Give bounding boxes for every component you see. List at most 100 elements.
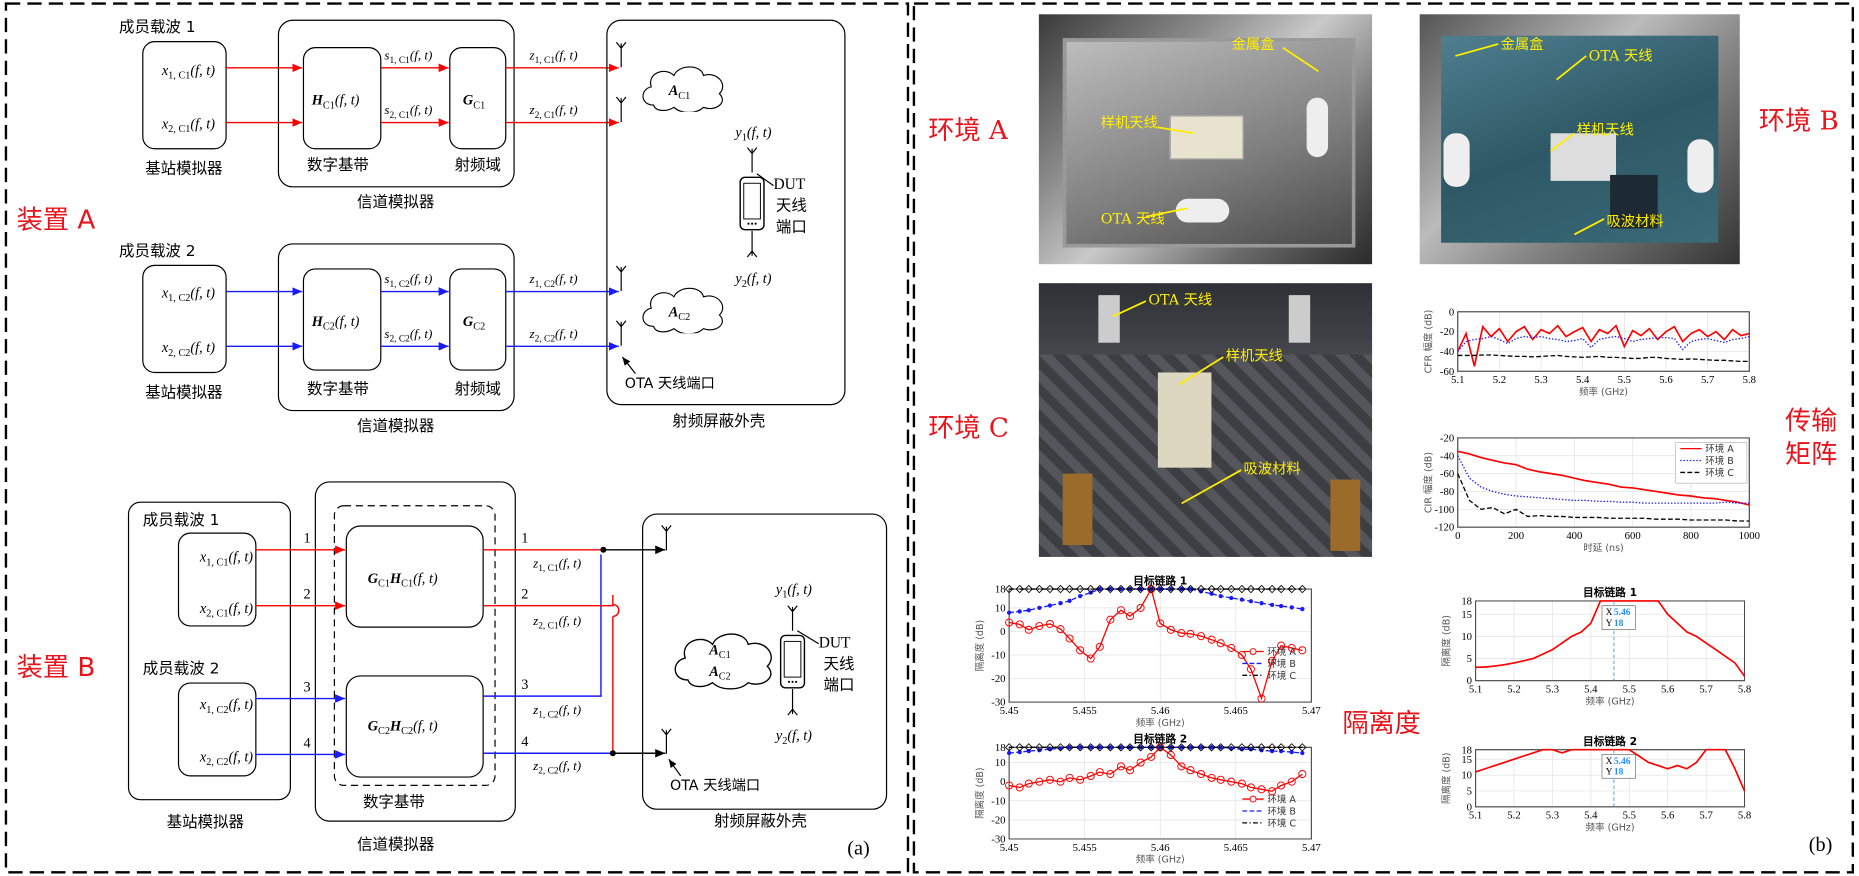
y-axis-label: CFR 幅度 (dB) [1423, 310, 1435, 374]
signal-z2c1: z2, C1(f, t) [529, 102, 578, 121]
x-axis-label: 频率 (GHz) [1136, 717, 1185, 729]
setup-b: 成员载波 1 x1, C1(f, t) x2, C1(f, t) 成员载波 2 … [127, 481, 888, 854]
signal-y1: y1(f, t) [733, 125, 771, 144]
data-point [1277, 781, 1286, 790]
data-point [1298, 769, 1307, 779]
photo-env-b: 金属盒 OTA 天线 样机天线 吸波材料 [1419, 14, 1740, 265]
antenna-icon [615, 320, 627, 347]
data-point [1177, 762, 1186, 771]
signal-x1c2: x1, C2(f, t) [199, 697, 253, 716]
data-point [1024, 743, 1033, 752]
dut-port-label: 天线 [776, 197, 807, 215]
rf-domain-label: 射频域 [455, 380, 501, 398]
absorber-label: 吸波材料 [1606, 213, 1664, 230]
rf-domain-box [449, 268, 507, 371]
signal-z2c1: z2, C1(f, t) [532, 613, 581, 632]
data-point [1097, 586, 1102, 592]
data-point [1076, 646, 1085, 655]
data-point [1136, 743, 1145, 752]
panel-b-border [912, 2, 1855, 874]
data-tip-box [1601, 754, 1636, 779]
channel-emulator-label: 信道模拟器 [357, 417, 435, 435]
data-point [1065, 634, 1074, 643]
y-tick-label: -100 [1435, 504, 1455, 516]
cloud-icon [642, 287, 724, 334]
data-point [1006, 750, 1012, 756]
chart-title: 目标链路 1 [1583, 586, 1637, 599]
data-point [1197, 769, 1206, 779]
signal-x1c1: x1, C1(f, t) [161, 63, 215, 82]
proto-antenna-label: 样机天线 [1576, 121, 1634, 139]
data-point [1227, 777, 1236, 786]
x-tick-label: 5.2 [1493, 374, 1506, 386]
data-point [1279, 603, 1284, 609]
channel-h-c2: HC2(f, t) [311, 314, 360, 333]
data-point [1248, 599, 1254, 604]
data-point [1136, 758, 1145, 767]
data-point [1056, 743, 1065, 752]
data-point [1259, 601, 1264, 606]
data-point [1186, 766, 1195, 775]
ota-port-label: OTA 天线端口 [625, 375, 715, 392]
y-tick-label: -10 [991, 650, 1005, 662]
x-tick-label: 5.3 [1534, 374, 1547, 386]
y-tick-label: 0 [1449, 306, 1454, 318]
data-point [1015, 743, 1024, 752]
y-tick-label: 18 [995, 742, 1006, 754]
data-point [1035, 621, 1044, 631]
data-point [1268, 787, 1277, 796]
plot-frame [1457, 311, 1750, 372]
data-point [1024, 779, 1033, 788]
x-tick-label: 5.1 [1469, 684, 1482, 696]
data-point [1216, 584, 1225, 594]
y-tick-label: -40 [1440, 346, 1454, 358]
port-number: 1 [303, 531, 310, 547]
x-tick-label: 5.2 [1507, 810, 1520, 822]
data-point [1125, 584, 1135, 594]
absorber-label: 吸波材料 [1243, 460, 1301, 478]
signal-x1c2: x1, C2(f, t) [161, 286, 215, 305]
data-point [1005, 618, 1014, 627]
channel-a-c1: AC1 [708, 643, 731, 662]
x-tick-label: 5.455 [1073, 842, 1097, 854]
baseband-box [302, 268, 382, 371]
phone-icon [739, 176, 765, 231]
proto-antenna-label: 样机天线 [1100, 114, 1158, 131]
channel-emulator-box [314, 481, 516, 822]
dut-label: DUT [819, 634, 851, 651]
signal-s2c2: s2, C2(f, t) [384, 326, 432, 345]
data-point [1246, 665, 1255, 674]
data-point [1125, 766, 1135, 775]
carrier-2-label: 成员载波 2 [143, 660, 220, 678]
data-point [1177, 584, 1186, 594]
dut-port-label: 端口 [776, 218, 807, 236]
data-point [1037, 605, 1042, 611]
data-point [1108, 586, 1113, 592]
signal-x2c1: x2, C1(f, t) [199, 601, 253, 620]
y-tick-label: 10 [1461, 631, 1472, 643]
data-point [1287, 584, 1296, 594]
data-point [1166, 584, 1175, 594]
legend-label: 环境 C [1267, 817, 1296, 829]
signal-z1c2: z1, C2(f, t) [529, 271, 578, 290]
panel-a-border [4, 2, 910, 874]
x-tick-label: 5.465 [1224, 705, 1248, 717]
env-a-label: 环境 A [928, 116, 1008, 147]
x-tick-label: 5.5 [1623, 684, 1636, 696]
data-point [1209, 745, 1214, 750]
data-point [1116, 584, 1126, 594]
y-axis-label: 隔离度 (dB) [974, 767, 986, 819]
data-point [1026, 608, 1031, 613]
data-point [1300, 750, 1305, 756]
panel-a-tag: (a) [847, 837, 869, 859]
chart-title: 目标链路 2 [1583, 735, 1637, 748]
legend-label: 环境 B [1267, 806, 1296, 818]
data-point [1067, 598, 1072, 603]
series-line [1456, 324, 1750, 367]
data-point [1086, 654, 1095, 663]
data-point [1136, 584, 1145, 594]
bs-emulator-label: 基站模拟器 [167, 813, 245, 831]
x-tick-label: 5.5 [1618, 374, 1631, 386]
